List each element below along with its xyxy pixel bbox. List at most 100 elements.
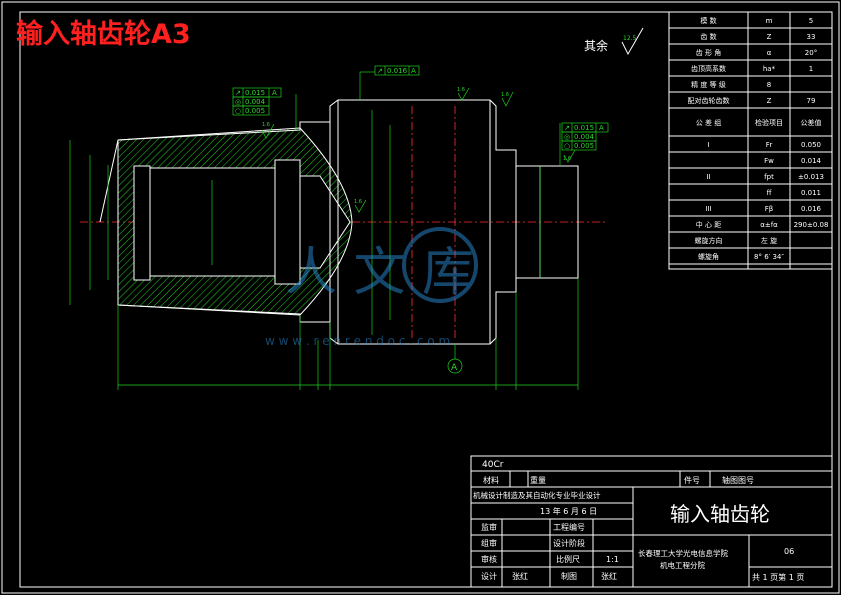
- param-cell-5-0: 配对齿轮齿数: [688, 96, 730, 105]
- param-cell-12-2: 290±0.08: [794, 221, 829, 229]
- department: 机电工程分院: [660, 560, 705, 570]
- tol-right-val-2: 0.004: [574, 133, 595, 141]
- drawing-title: 输入轴齿轮: [670, 502, 770, 526]
- param-cell-1-0: 齿 数: [700, 32, 716, 41]
- tol-top-datum: A: [411, 67, 416, 75]
- rough-mark-3: 1.6: [501, 92, 509, 98]
- tolerance-frame-top: ↗ 0.016 A: [374, 65, 420, 76]
- param-cell-3-2: 1: [809, 65, 813, 73]
- project-no-label: 工程编号: [553, 522, 585, 532]
- designer: 张红: [512, 571, 528, 581]
- datum-a-marker: A: [447, 344, 463, 374]
- tol-top-val: 0.016: [387, 67, 408, 75]
- tol-right-sym-2: ◎: [564, 133, 570, 141]
- param-cell-12-1: α±fα: [760, 221, 778, 229]
- tol-top-sym: ↗: [377, 67, 383, 75]
- param-cell-10-2: 0.011: [801, 189, 821, 197]
- tolerance-frame-right: ↗ 0.015 A ◎ 0.004 ○ 0.005: [561, 122, 609, 151]
- param-cell-9-1: fpt: [764, 173, 774, 181]
- tol-right-sym-3: ○: [564, 142, 570, 150]
- material-label: 材料: [483, 475, 499, 485]
- sheet-info: 共 1 页第 1 页: [752, 572, 804, 582]
- roughness-symbol-icon: 12.5: [621, 27, 644, 56]
- scale-label: 比例尺: [556, 554, 580, 564]
- date: 13 年 6 月 6 日: [540, 506, 597, 516]
- param-cell-9-0: II: [706, 173, 710, 181]
- param-cell-0-1: m: [766, 17, 773, 25]
- param-cell-6-0: 公 差 组: [696, 118, 721, 127]
- param-cell-11-2: 0.016: [801, 205, 822, 213]
- rough-mark-4: 1.6: [563, 156, 571, 162]
- param-cell-0-0: 模 数: [700, 16, 716, 25]
- param-cell-12-0: 中 心 距: [696, 220, 721, 229]
- param-cell-14-0: 螺旋角: [698, 252, 719, 261]
- param-cell-13-1: 左 旋: [761, 236, 777, 245]
- school-line: 机械设计制造及其自动化专业毕业设计: [473, 490, 601, 500]
- param-cell-10-1: ff: [767, 189, 772, 197]
- param-cell-14-1: 8° 6′ 34″: [754, 253, 784, 261]
- param-cell-4-1: 8: [767, 81, 771, 89]
- param-cell-11-1: Fβ: [765, 205, 774, 213]
- param-cell-7-2: 0.050: [801, 141, 821, 149]
- drawer: 张红: [601, 571, 617, 581]
- param-cell-5-2: 79: [807, 97, 816, 105]
- inner-border: [19, 11, 833, 588]
- institution: 长春理工大学光电信息学院: [638, 548, 728, 558]
- param-cell-1-1: Z: [767, 33, 772, 41]
- tol-left-sym-1: ↗: [235, 89, 241, 97]
- param-cell-7-0: I: [707, 141, 709, 149]
- tol-left-sym-3: ○: [235, 107, 241, 115]
- param-cell-0-2: 5: [809, 17, 813, 25]
- weight-label: 重量: [530, 475, 546, 485]
- role-4: 设计: [481, 571, 497, 581]
- parameter-table: 模 数 m 5 齿 数 Z 33 齿 形 角 α 20° 齿顶高系数 ha* 1 精 度 等 级 8 配对齿…: [668, 11, 833, 270]
- scale-value: 1:1: [606, 555, 619, 564]
- watermark: 人 文 库 w w w . r e n r e n d o c . c o m: [265, 227, 478, 348]
- param-cell-2-2: 20°: [805, 49, 817, 57]
- roughness-marks: 1.6 1.6 1.6 1.6 1.6: [261, 87, 576, 213]
- param-cell-1-2: 33: [807, 33, 816, 41]
- sheet-code: 06: [784, 547, 794, 556]
- param-cell-13-0: 螺旋方向: [695, 236, 723, 245]
- param-cell-5-1: Z: [767, 97, 772, 105]
- param-cell-9-2: ±0.013: [798, 173, 824, 181]
- role-2: 组审: [481, 538, 497, 548]
- param-cell-11-0: III: [705, 205, 711, 213]
- param-cell-3-1: ha*: [763, 65, 776, 73]
- tol-right-sym-1: ↗: [564, 124, 570, 132]
- watermark-url: w w w . r e n r e n d o c . c o m: [265, 334, 450, 348]
- role-3: 审核: [481, 554, 497, 564]
- part-no-label: 件号: [684, 475, 700, 485]
- rough-mark-5: 1.6: [354, 199, 362, 205]
- drawer-label: 制图: [561, 571, 577, 581]
- param-cell-8-2: 0.014: [801, 157, 822, 165]
- stage-label: 设计阶段: [553, 538, 585, 548]
- datum-a-label: A: [451, 363, 458, 373]
- tol-left-val-1: 0.015: [245, 89, 265, 97]
- tol-right-datum-1: A: [599, 124, 604, 132]
- tol-left-val-3: 0.005: [245, 107, 265, 115]
- watermark-text: 人 文 库: [285, 243, 474, 303]
- tol-right-val-1: 0.015: [574, 124, 594, 132]
- drawing-title-red: 输入轴齿轮A3: [16, 18, 191, 50]
- param-cell-7-1: Fr: [766, 141, 773, 149]
- param-cell-3-0: 齿顶高系数: [691, 64, 726, 73]
- param-cell-4-0: 精 度 等 级: [691, 80, 726, 89]
- param-cell-2-1: α: [767, 49, 772, 57]
- tol-right-val-3: 0.005: [574, 142, 594, 150]
- roughness-note: 其余: [584, 38, 608, 53]
- role-1: 监审: [481, 522, 497, 532]
- rough-mark-1: 1.6: [262, 122, 270, 128]
- tol-left-val-2: 0.004: [245, 98, 266, 106]
- param-cell-6-2: 公差值: [801, 118, 822, 127]
- dimension-lines: [69, 71, 579, 390]
- param-cell-2-0: 齿 形 角: [696, 48, 721, 57]
- title-block: 40Cr 材料 重量 件号 轴图图号 机械设计制造及其自动化专业毕业设计 13 …: [470, 455, 833, 588]
- rough-mark-2: 1.6: [457, 87, 465, 93]
- param-cell-8-1: Fw: [764, 157, 774, 165]
- tolerance-frame-left: ↗ 0.015 A ◎ 0.004 ○ 0.005: [232, 87, 282, 116]
- roughness-value: 12.5: [623, 35, 637, 42]
- param-cell-6-1: 检验项目: [755, 118, 783, 127]
